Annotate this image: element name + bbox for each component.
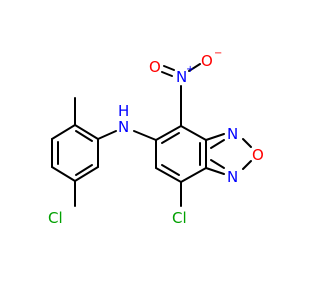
- nitro-o-left-label: O: [149, 58, 161, 76]
- bond: [180, 125, 207, 141]
- nitro-o-bond-top: [188, 63, 201, 72]
- bond: [242, 138, 252, 148]
- double-bond-inner: [161, 132, 180, 144]
- bond: [155, 167, 182, 183]
- bond: [74, 166, 99, 182]
- bond: [180, 167, 207, 183]
- nitro-n-label: N: [176, 68, 187, 86]
- bond: [51, 124, 76, 140]
- bond: [205, 167, 225, 175]
- bond: [242, 160, 252, 170]
- bond: [205, 133, 225, 141]
- nitro-o-top-label: O: [201, 52, 213, 70]
- amine-n-label: N: [118, 118, 129, 136]
- nitro-plus-charge: +: [186, 64, 194, 75]
- double-bond-inner: [75, 130, 93, 142]
- double-bond-inner: [210, 139, 225, 149]
- double-bond-inner: [161, 164, 180, 176]
- nitro-o-bond-left-double: [163, 65, 175, 71]
- double-bond-inner: [210, 159, 225, 169]
- bonds: [51, 63, 252, 207]
- chlorine-right-label: Cl: [172, 209, 187, 227]
- chlorine-left-label: Cl: [48, 209, 63, 227]
- bond: [155, 125, 182, 141]
- nitro-o-bond-left: [161, 71, 173, 77]
- bond: [51, 166, 76, 182]
- bond: [74, 124, 99, 140]
- double-bond-inner: [75, 164, 93, 176]
- amine-bond-left: [97, 130, 117, 140]
- oxadiazole-n-bottom-label: N: [227, 168, 238, 186]
- nitro-minus-charge: −: [214, 48, 222, 59]
- amine-h-label: H: [118, 102, 129, 120]
- molecule-canvas: Cl N H N + O − O N O N Cl: [48, 48, 264, 227]
- oxadiazole-n-top-label: N: [227, 125, 238, 143]
- amine-bond-right: [133, 130, 157, 141]
- molecule-structure: Cl N H N + O − O N O N Cl: [48, 48, 264, 227]
- oxadiazole-o-label: O: [252, 146, 264, 164]
